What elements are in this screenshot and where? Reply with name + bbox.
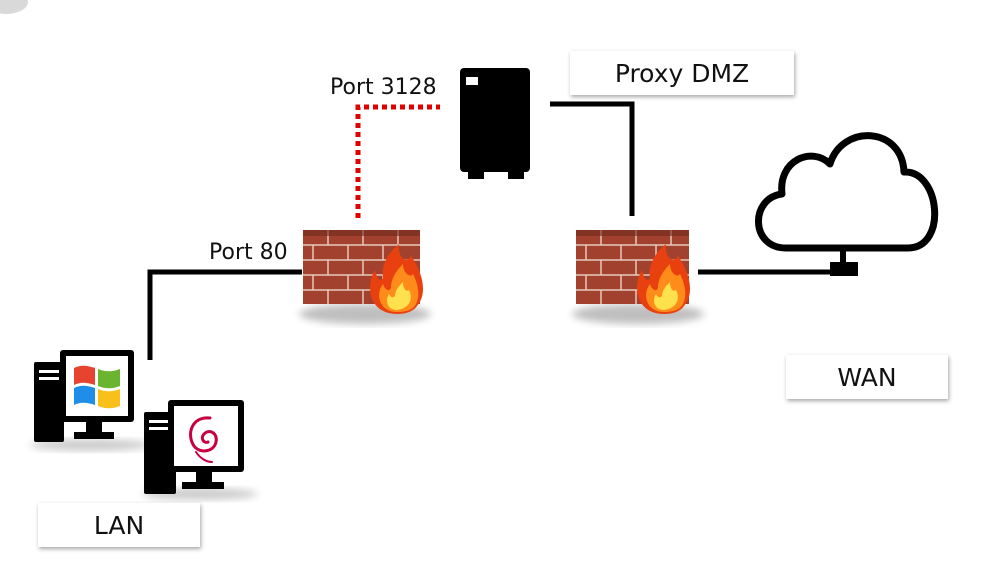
- proxy-server-icon: [460, 68, 530, 179]
- link-proxy-to-firewall-wan: [550, 101, 635, 216]
- flame-icon: [370, 244, 424, 314]
- windows-pc-icon: [30, 350, 150, 451]
- firewall-lan-icon: [299, 230, 431, 324]
- corner-decoration: [0, 0, 28, 14]
- port-80-label: Port 80: [209, 240, 288, 265]
- port-3128-label: Port 3128: [330, 75, 437, 100]
- cloud-icon: [755, 132, 939, 276]
- link-firewall-to-proxy-dotted: [355, 104, 440, 218]
- proxy-dmz-label: Proxy DMZ: [570, 51, 794, 95]
- flame-icon: [637, 244, 691, 314]
- firewall-wan-icon: [572, 230, 704, 324]
- debian-pc-icon: [142, 400, 258, 500]
- debian-logo-icon: [189, 416, 218, 463]
- lan-label: LAN: [38, 503, 200, 547]
- windows-logo-icon: [74, 365, 120, 409]
- link-lan-to-firewall: [147, 269, 302, 360]
- wan-label: WAN: [786, 355, 948, 399]
